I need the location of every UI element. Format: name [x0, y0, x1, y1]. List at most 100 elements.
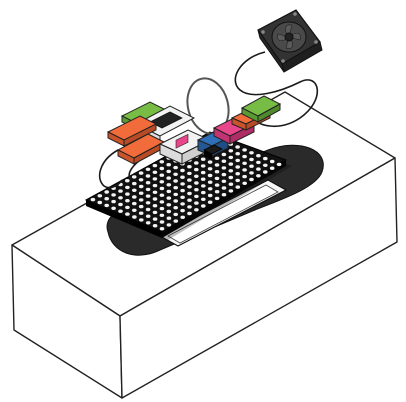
- board-hole: [173, 165, 178, 170]
- board-hole: [173, 172, 178, 176]
- board-hole: [249, 151, 254, 155]
- board-hole: [235, 152, 240, 156]
- modules: [106, 95, 282, 165]
- board-hole: [235, 185, 241, 189]
- board-hole: [173, 199, 178, 203]
- board-hole: [201, 204, 206, 208]
- board-hole: [214, 196, 220, 201]
- board-hole: [180, 215, 185, 219]
- board-hole: [207, 160, 213, 164]
- board-hole: [256, 160, 261, 165]
- board-hole: [138, 198, 144, 202]
- board-hole: [159, 227, 165, 231]
- board-hole: [111, 199, 116, 204]
- board-holes: [90, 133, 282, 231]
- board-hole: [125, 212, 130, 216]
- board-hole: [187, 211, 192, 216]
- board-hole: [180, 175, 185, 179]
- board-hole: [200, 177, 206, 181]
- board-hole: [173, 186, 178, 190]
- board-hole: [139, 218, 144, 222]
- board-hole: [207, 173, 213, 178]
- board-hole: [221, 193, 227, 197]
- board-hole: [194, 174, 199, 178]
- board-hole: [173, 219, 179, 223]
- board-hole: [173, 192, 178, 197]
- board-hole: [173, 206, 178, 210]
- board-hole: [249, 164, 254, 168]
- board-hole: [97, 200, 103, 205]
- orange-module-left: [106, 115, 158, 147]
- board-hole: [138, 204, 144, 209]
- board-hole: [214, 170, 220, 174]
- board-hole: [118, 202, 123, 207]
- board-hole: [111, 193, 116, 197]
- board-hole: [194, 201, 199, 205]
- board-hole: [200, 157, 206, 161]
- board-hole: [125, 192, 130, 196]
- board-hole: [132, 208, 137, 212]
- base-plate-slot: [167, 184, 279, 244]
- board-hole: [152, 190, 158, 194]
- board-hole: [159, 206, 165, 211]
- board-hole: [131, 175, 137, 179]
- board-hole: [132, 188, 137, 192]
- board-hole: [194, 167, 199, 172]
- board-hole: [242, 174, 247, 179]
- board-hole: [187, 198, 192, 202]
- board-hole: [256, 167, 261, 171]
- board-hole: [159, 160, 165, 164]
- board-hole: [256, 154, 261, 158]
- board-hole: [256, 174, 261, 178]
- board-hole: [242, 168, 247, 172]
- board-hole: [180, 202, 185, 206]
- board-hole: [152, 197, 158, 201]
- board-hole: [159, 186, 165, 191]
- board-hole: [132, 195, 137, 199]
- board-hole: [207, 187, 213, 191]
- board-hole: [145, 167, 151, 171]
- board-hole: [138, 171, 144, 175]
- board-hole: [125, 199, 130, 203]
- board-hole: [125, 205, 130, 210]
- board-hole: [263, 170, 268, 174]
- board-hole: [166, 223, 172, 227]
- board-hole: [152, 224, 158, 228]
- board-hole: [180, 188, 185, 193]
- board-hole: [207, 193, 213, 198]
- board-hole: [152, 210, 158, 215]
- board-hole: [152, 183, 158, 188]
- board-hole: [145, 174, 151, 178]
- board-hole: [269, 166, 275, 170]
- board-hole: [214, 163, 220, 167]
- board-hole: [228, 162, 234, 166]
- board-hole: [221, 166, 227, 170]
- board-hole: [221, 179, 227, 183]
- board-hole: [180, 195, 185, 199]
- board-hole: [187, 171, 192, 176]
- board-hole: [166, 189, 172, 194]
- board-hole: [207, 200, 213, 204]
- board-hole: [201, 184, 206, 188]
- board-edge-right: [162, 160, 286, 238]
- board-hole: [166, 216, 172, 220]
- board-hole: [138, 184, 144, 189]
- board-hole: [90, 197, 96, 202]
- board-hole: [187, 165, 192, 169]
- board-hole: [249, 171, 254, 175]
- board-hole: [207, 180, 213, 184]
- black-connector: [203, 144, 223, 160]
- board-hole: [138, 211, 144, 215]
- board-hole: [214, 183, 220, 187]
- board-hole: [132, 201, 137, 206]
- board-hole: [173, 179, 178, 183]
- board-hole: [132, 215, 137, 219]
- board-hole: [200, 170, 206, 175]
- board-hole: [187, 178, 192, 182]
- board-hole: [159, 166, 165, 171]
- board-hole: [132, 181, 137, 186]
- board-hole: [228, 149, 234, 153]
- board-hole: [104, 197, 109, 201]
- board-hole: [159, 200, 165, 204]
